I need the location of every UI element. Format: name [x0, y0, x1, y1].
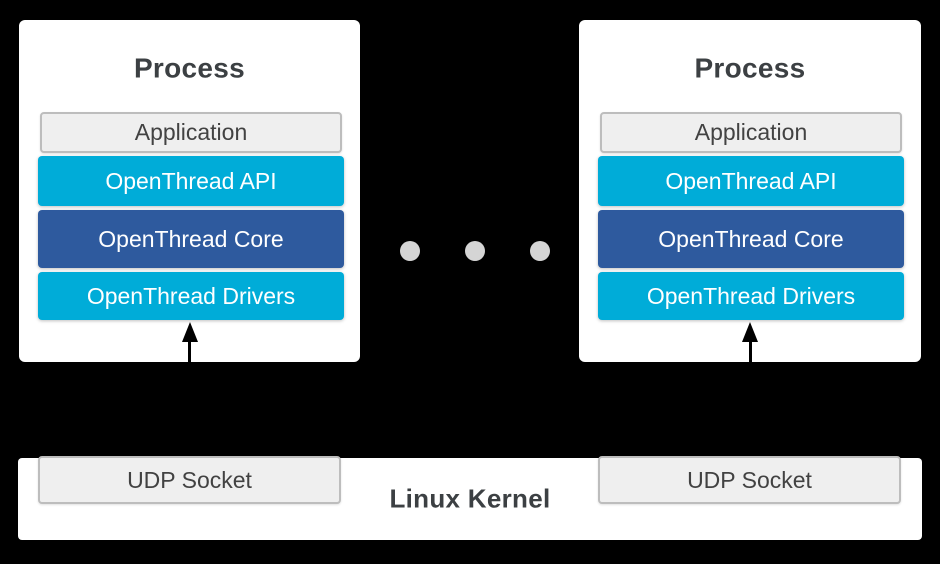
- process-card-right: Process Application OpenThread API OpenT…: [579, 20, 921, 362]
- openthread-api-label: OpenThread API: [665, 167, 837, 194]
- application-layer: Application: [600, 112, 902, 153]
- application-layer-label: Application: [694, 119, 808, 145]
- ellipsis-dot: [400, 241, 420, 261]
- openthread-drivers-label: OpenThread Drivers: [86, 282, 296, 309]
- openthread-core-layer: OpenThread Core: [38, 210, 344, 268]
- ellipsis-dot: [530, 241, 550, 261]
- udp-socket-label: UDP Socket: [127, 466, 252, 493]
- linux-kernel-bar: Linux Kernel UDP Socket UDP Socket: [18, 456, 922, 540]
- process-card-left: Process Application OpenThread API OpenT…: [19, 20, 360, 362]
- linux-kernel-label: Linux Kernel: [389, 483, 551, 514]
- up-arrow-icon: [181, 322, 198, 362]
- openthread-core-layer: OpenThread Core: [598, 210, 904, 268]
- arrow-head: [181, 322, 198, 342]
- arrow-tail: [748, 342, 752, 362]
- openthread-drivers-layer: OpenThread Drivers: [38, 272, 344, 320]
- openthread-core-label: OpenThread Core: [658, 225, 844, 252]
- openthread-api-layer: OpenThread API: [38, 156, 344, 206]
- openthread-drivers-layer: OpenThread Drivers: [598, 272, 904, 320]
- ellipsis-dots: [400, 241, 550, 261]
- up-arrow-icon: [742, 322, 758, 362]
- openthread-api-label: OpenThread API: [105, 167, 277, 194]
- process-title: Process: [133, 52, 246, 84]
- openthread-api-layer: OpenThread API: [598, 156, 904, 206]
- process-title: Process: [694, 52, 806, 84]
- openthread-core-label: OpenThread Core: [98, 225, 284, 252]
- application-layer: Application: [40, 112, 342, 153]
- arrow-tail: [188, 342, 191, 362]
- udp-socket-label: UDP Socket: [687, 466, 812, 493]
- openthread-drivers-label: OpenThread Drivers: [646, 282, 856, 309]
- application-layer-label: Application: [134, 119, 248, 145]
- ellipsis-dot: [465, 241, 485, 261]
- udp-socket-left: UDP Socket: [38, 456, 341, 504]
- arrow-head: [742, 322, 758, 342]
- udp-socket-right: UDP Socket: [598, 456, 901, 504]
